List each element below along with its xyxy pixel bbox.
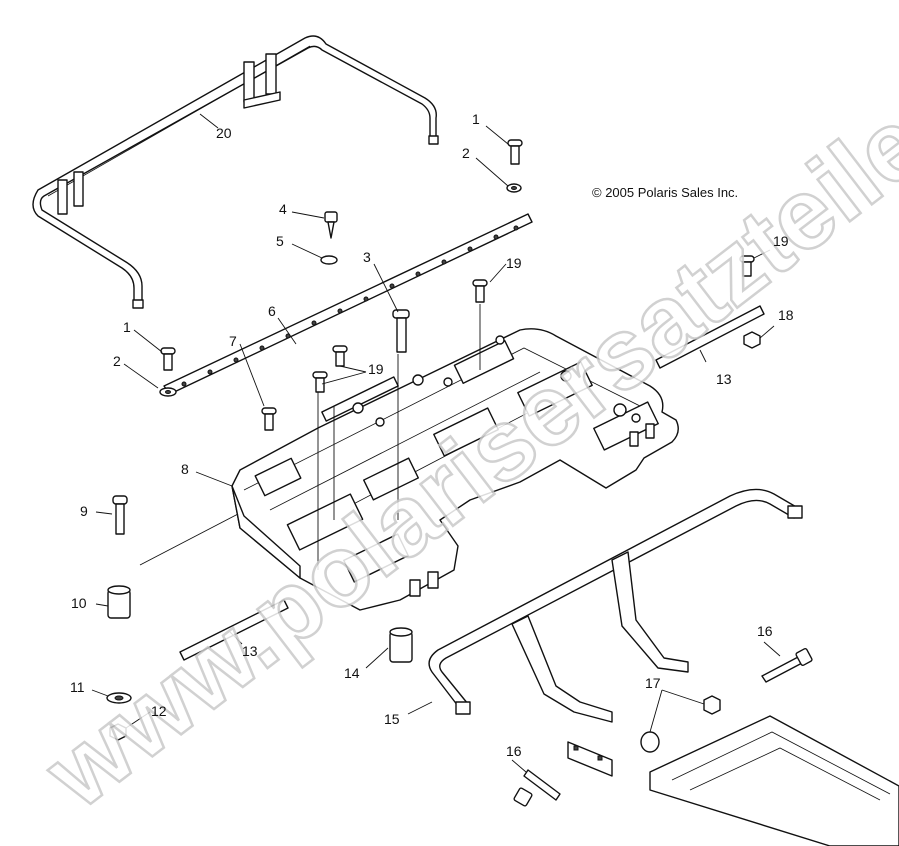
bolt-7[interactable]: [261, 407, 277, 431]
callout-18: 18: [778, 307, 794, 323]
spacer-3[interactable]: [392, 309, 410, 353]
callout-2: 2: [462, 145, 470, 161]
bolt-19-mid-a[interactable]: [332, 345, 348, 367]
callout-5: 5: [276, 233, 284, 249]
callout-19: 19: [773, 233, 789, 249]
nut-18[interactable]: [743, 331, 761, 349]
callout-1: 1: [123, 319, 131, 335]
callout-14: 14: [344, 665, 360, 681]
callout-20: 20: [216, 125, 232, 141]
grommet-17[interactable]: [640, 731, 660, 753]
nut-17[interactable]: [703, 695, 721, 715]
callout-7: 7: [229, 333, 237, 349]
callout-10: 10: [71, 595, 87, 611]
callout-6: 6: [268, 303, 276, 319]
bolt-1-upper[interactable]: [507, 139, 523, 165]
bolt-16-right[interactable]: [761, 648, 813, 683]
callout-16: 16: [506, 743, 522, 759]
part-8-cargo-rack[interactable]: [231, 328, 679, 611]
callout-13: 13: [242, 643, 258, 659]
callout-13: 13: [716, 371, 732, 387]
callout-19: 19: [506, 255, 522, 271]
spacer-14[interactable]: [389, 627, 413, 663]
part-15-lower-frame[interactable]: [428, 488, 803, 723]
bolt-19-mid-b[interactable]: [312, 371, 328, 393]
copyright-notice: © 2005 Polaris Sales Inc.: [592, 185, 738, 200]
callout-17: 17: [645, 675, 661, 691]
callout-1: 1: [472, 111, 480, 127]
callout-2: 2: [113, 353, 121, 369]
callout-9: 9: [80, 503, 88, 519]
callout-4: 4: [279, 201, 287, 217]
leader-lines: [91, 113, 781, 773]
callout-11: 11: [70, 679, 85, 695]
callout-15: 15: [384, 711, 400, 727]
washer-2-upper[interactable]: [506, 183, 522, 193]
part-20-upper-rail[interactable]: [32, 35, 439, 309]
bolt-1-left[interactable]: [160, 347, 176, 371]
callout-8: 8: [181, 461, 189, 477]
bolt-9[interactable]: [112, 495, 128, 535]
part-13-strip-upper[interactable]: [655, 305, 765, 369]
washer-5[interactable]: [320, 255, 338, 265]
bolt-19-top[interactable]: [472, 279, 488, 303]
mounting-bracket[interactable]: [567, 741, 613, 777]
bolt-16-bottom[interactable]: [513, 769, 561, 807]
bolt-19-right[interactable]: [739, 255, 755, 277]
washer-2-left[interactable]: [159, 387, 177, 397]
part-13-strip-lower[interactable]: [179, 599, 289, 661]
nut-12[interactable]: [109, 723, 127, 741]
spacer-10[interactable]: [107, 585, 131, 619]
vehicle-frame: [649, 715, 899, 846]
callout-19: 19: [368, 361, 384, 377]
callout-labels: 1 2 20 4 5 3 19 19 6 1 7 19 2 18 13 8 9 …: [70, 111, 794, 759]
screw-4[interactable]: [324, 211, 338, 239]
callout-12: 12: [151, 703, 167, 719]
callout-3: 3: [363, 249, 371, 265]
callout-16: 16: [757, 623, 773, 639]
washer-11[interactable]: [106, 692, 132, 704]
